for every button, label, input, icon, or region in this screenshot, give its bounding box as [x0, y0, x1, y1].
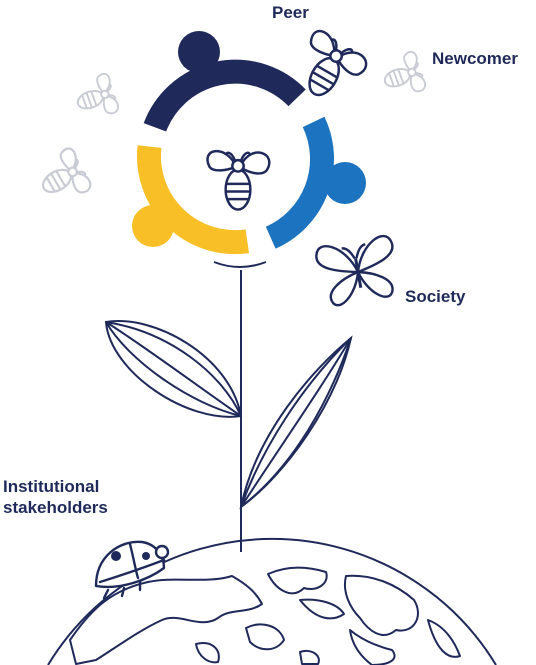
plant — [104, 261, 353, 552]
left-leaf — [104, 320, 243, 418]
newcomer-bee-icon — [70, 71, 122, 125]
navy-head — [178, 31, 220, 73]
ladybug-icon — [94, 540, 170, 600]
butterfly-icon — [313, 233, 403, 309]
blue-arc — [265, 116, 335, 249]
right-leaf — [239, 335, 353, 510]
community-ring — [132, 31, 366, 255]
peer-bee-icon — [286, 26, 372, 111]
flower-cup — [213, 261, 267, 268]
newcomer-label: Newcomer — [432, 49, 518, 68]
peer-label: Peer — [272, 3, 309, 22]
institutional-label-line1: Institutional — [3, 477, 100, 496]
center-bee-icon — [206, 149, 271, 211]
society-label: Society — [405, 287, 466, 306]
institutional-label-line2: stakeholders — [3, 498, 108, 517]
navy-arc — [143, 59, 306, 132]
blue-head — [324, 162, 366, 204]
yellow-head — [132, 205, 174, 247]
institutional-stakeholders-label: Institutional stakeholders — [3, 476, 108, 518]
newcomer-bee-icon — [377, 49, 429, 103]
globe-icon — [47, 537, 497, 665]
yellow-arc — [137, 145, 250, 255]
newcomer-bee-icon — [31, 145, 96, 211]
